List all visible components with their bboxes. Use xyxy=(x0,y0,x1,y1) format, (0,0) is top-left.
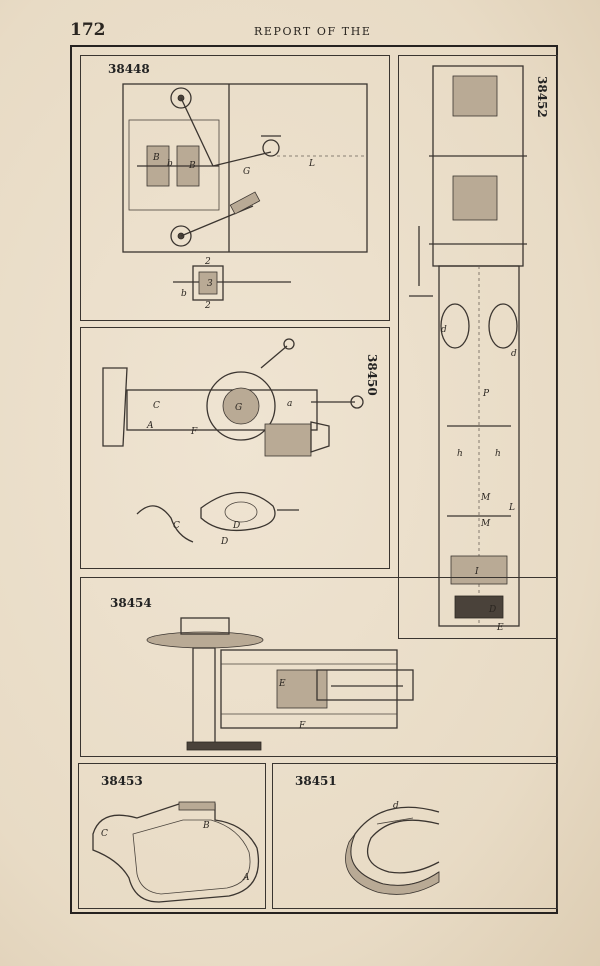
main-wheel xyxy=(206,371,276,441)
letter-B: B xyxy=(202,821,210,831)
figure-drawing-38453: C B A xyxy=(92,801,260,903)
letter-G: G xyxy=(243,167,250,177)
letter-d: d xyxy=(441,325,447,335)
handle xyxy=(409,226,433,297)
figure-drawing-38448: B b B G L 2 3 b 2 xyxy=(122,83,368,311)
letter-L: L xyxy=(508,503,515,513)
figure-label: 38448 xyxy=(108,62,150,76)
figure-panel-38454: 38454 E F xyxy=(80,577,558,757)
figure-panel-38450: 38450 C A F G a C xyxy=(80,327,390,569)
letter-C2: C xyxy=(173,521,180,531)
letter-P: P xyxy=(482,389,490,399)
lower-pulley xyxy=(170,225,192,247)
loop-d xyxy=(200,491,276,532)
right-clamp xyxy=(488,303,518,349)
nozzle xyxy=(310,421,330,453)
letter-h: h xyxy=(457,449,463,459)
detail-block xyxy=(198,271,218,295)
horseshoe-side xyxy=(345,833,440,895)
anvil-block xyxy=(102,367,128,447)
letter-h2: h xyxy=(495,449,501,459)
letter-D: D xyxy=(488,605,496,615)
letter-d: d xyxy=(393,801,399,811)
letter-I: I xyxy=(474,567,479,577)
horseshoe-inner xyxy=(366,819,440,874)
machine-bed xyxy=(126,389,318,431)
running-head: REPORT OF THE xyxy=(254,25,372,38)
figure-panel-38452: 38452 d d P h h M xyxy=(398,55,558,639)
letter-G: G xyxy=(235,403,242,413)
base-gear xyxy=(186,741,262,751)
letter-C: C xyxy=(101,829,108,839)
letter-F: F xyxy=(298,721,306,731)
figure-label: 38453 xyxy=(101,774,143,788)
shoe-collar xyxy=(178,801,216,811)
letter-A: A xyxy=(146,421,154,431)
letter-B: B xyxy=(152,153,160,163)
lever-eye xyxy=(283,338,295,350)
letter-M: M xyxy=(480,493,491,503)
detail-frame xyxy=(192,265,224,301)
flywheel-hub xyxy=(180,617,230,635)
lever-arm xyxy=(260,345,288,369)
rod-eye xyxy=(350,395,364,409)
figure-drawing-38451: d xyxy=(345,801,440,895)
letter-M2: M xyxy=(480,519,491,529)
horseshoe-outer xyxy=(350,806,440,887)
letter-D: D xyxy=(232,521,240,531)
shoe-outline xyxy=(92,803,260,903)
machine-body xyxy=(220,649,398,729)
nail-holes xyxy=(376,817,414,825)
page-number: 172 xyxy=(70,20,106,40)
frame-outline xyxy=(122,83,368,253)
left-clamp xyxy=(440,303,470,349)
letter-E: E xyxy=(278,679,286,689)
figure-drawing-38454: E F xyxy=(146,617,414,751)
letter-E: E xyxy=(496,623,504,633)
letter-C: C xyxy=(153,401,160,411)
figure-panel-38453: 38453 C B A xyxy=(78,763,266,909)
letter-A: A xyxy=(242,873,250,883)
figure-drawing-38452: d d P h h M M L I D E xyxy=(409,65,527,633)
upper-box xyxy=(452,75,498,117)
letter-b-detail: b xyxy=(181,289,187,299)
shoe-inner xyxy=(132,819,251,895)
letter-b: b xyxy=(167,159,173,169)
letter-d2: d xyxy=(511,349,517,359)
crank-wheel xyxy=(262,139,280,157)
clip-c xyxy=(136,505,194,543)
letter-F: F xyxy=(190,427,198,437)
figure-label: 38451 xyxy=(295,774,337,788)
upper-pulley xyxy=(170,87,192,109)
letter-2-top: 2 xyxy=(204,257,211,267)
spring-coil xyxy=(264,423,312,457)
figure-panel-38448: 38448 xyxy=(80,55,390,321)
inner-block xyxy=(276,669,328,709)
cross-link xyxy=(212,151,272,167)
letter-L: L xyxy=(308,159,315,169)
figure-drawing-38450: C A F G a C D D xyxy=(102,338,364,547)
letter-B2: B xyxy=(188,161,196,171)
loop-hole xyxy=(224,501,258,523)
gear-housing xyxy=(128,119,220,211)
letter-D2: D xyxy=(220,537,228,547)
figure-label: 38454 xyxy=(110,596,152,610)
letter-a: a xyxy=(287,399,292,409)
letter-2-bottom: 2 xyxy=(204,301,211,311)
slide xyxy=(316,669,414,701)
shaft-housing xyxy=(192,647,216,745)
figure-panel-38451: 38451 d xyxy=(272,763,558,909)
main-wheel-cam xyxy=(222,387,260,425)
cylinder xyxy=(229,191,261,215)
letter-3: 3 xyxy=(207,279,213,289)
lower-box xyxy=(450,555,508,585)
spring-block xyxy=(454,595,504,619)
plate-frame: 38448 xyxy=(70,45,558,914)
upper-link xyxy=(180,97,214,167)
middle-box xyxy=(452,175,498,221)
